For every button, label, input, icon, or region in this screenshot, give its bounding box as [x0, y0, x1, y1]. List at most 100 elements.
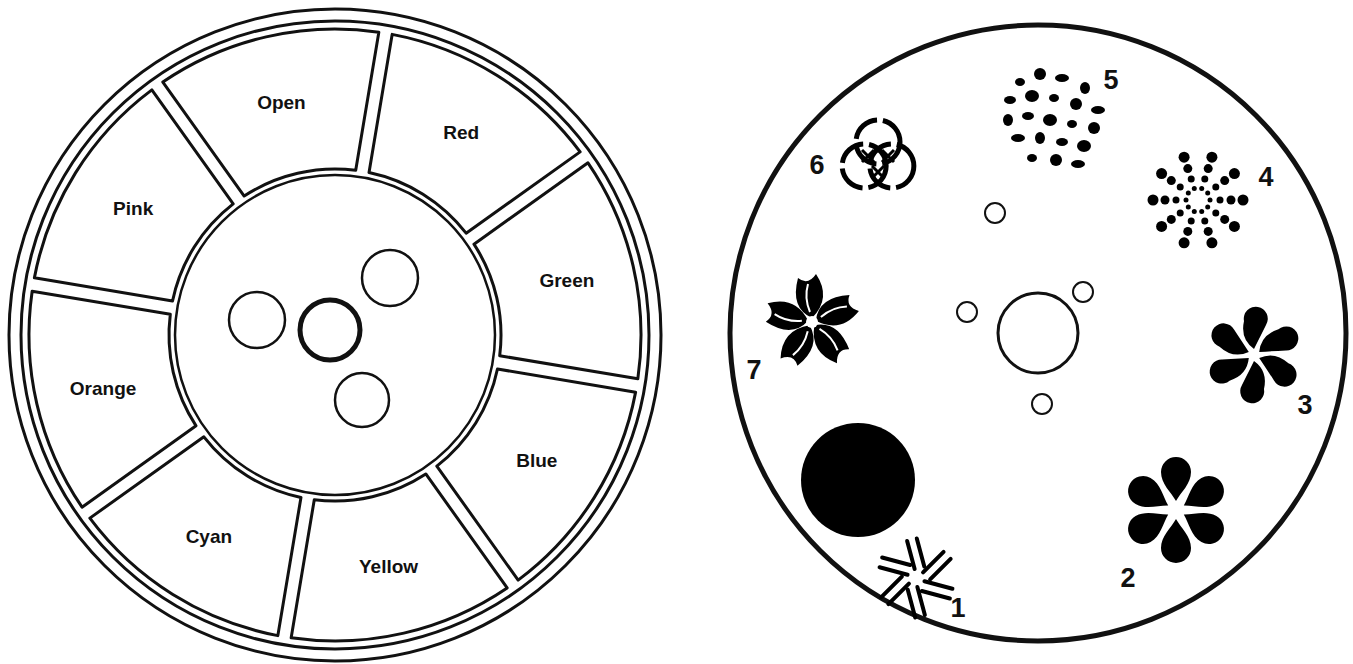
gobo-lines [880, 538, 953, 617]
callout-number: 7 [746, 355, 761, 386]
gobo-stroke [908, 590, 916, 618]
gobo-dot [1199, 186, 1204, 191]
gobo-dot [1206, 152, 1217, 163]
gobo-blob [1011, 134, 1025, 142]
gobo-dot [1220, 176, 1229, 185]
filter-segment [291, 474, 507, 641]
gobo-dot [1186, 190, 1191, 195]
mount-hole [229, 292, 285, 348]
gobo-blob [1080, 82, 1090, 94]
callout-number: 3 [1297, 390, 1312, 421]
gobo-dot [1188, 217, 1195, 224]
gobo-flower-swirl [761, 274, 861, 370]
filter-segment-box: Cyan [180, 522, 238, 552]
gobo-petal [1161, 457, 1191, 501]
gobo-dot [1206, 237, 1217, 248]
gobo-blob [1025, 90, 1039, 102]
gobo-dot [1177, 184, 1184, 191]
gobo-petal [1123, 471, 1176, 519]
gobo-stroke [930, 559, 951, 580]
gobo-dot [1156, 221, 1167, 232]
filter-segment-box: Pink [107, 194, 159, 224]
callout-number: 1 [950, 593, 965, 624]
gobo-dot [1201, 217, 1208, 224]
callout-number: 2 [1120, 563, 1135, 594]
hub [175, 175, 495, 495]
gobo-blob [1056, 138, 1068, 146]
filter-segment [29, 291, 196, 507]
color-name: Orange [70, 378, 137, 399]
color-name: Yellow [359, 556, 418, 577]
gobo-ring [842, 144, 886, 188]
gobo-petal [1161, 519, 1191, 563]
gobo-dot [1205, 205, 1210, 210]
mount-hole [985, 203, 1005, 223]
gobo-dot [1205, 190, 1210, 195]
gobo-petal-vein [774, 312, 802, 324]
gobo-dot [1183, 227, 1192, 236]
mount-hole [1032, 394, 1052, 414]
gobo-dot [1227, 196, 1236, 205]
filter-segment-box: Yellow [353, 552, 424, 582]
gobo-dot [1179, 152, 1190, 163]
gobo-petal [1207, 319, 1256, 362]
gobo-stroke [882, 558, 910, 566]
gobo-petal-vein [791, 331, 810, 356]
callout-number: 6 [809, 150, 824, 181]
gobo-dot [1212, 184, 1219, 191]
gobo-rings [842, 120, 914, 188]
gobo-dot [1186, 205, 1191, 210]
gobo-dot [1192, 186, 1197, 191]
gobo-blob [1035, 132, 1045, 144]
gobo-cross [872, 166, 884, 178]
gobo-dot [1156, 168, 1167, 179]
gobo-blob [1067, 120, 1077, 128]
gobos [761, 68, 1302, 618]
gobo-blob [1027, 154, 1037, 162]
gobo-stroke [917, 538, 925, 566]
gobo-dot [1201, 176, 1208, 183]
gobo-dot [1161, 196, 1170, 205]
gobo-wheel [730, 25, 1346, 641]
gobo-blob [1055, 74, 1069, 82]
gobo-dot [1177, 209, 1184, 216]
mount-hole [1073, 282, 1093, 302]
filter-segment-box: Orange [64, 374, 143, 404]
color-name: Green [539, 270, 594, 291]
mount-hole [335, 373, 389, 427]
gobo-blob [1088, 122, 1100, 134]
blackout-gobo [801, 423, 915, 537]
gobo-dot [1173, 197, 1180, 204]
filter-segment [34, 90, 233, 301]
gobo-blob [1077, 140, 1091, 152]
gobo-dot [1199, 209, 1204, 214]
gobo-petal-vein [806, 284, 810, 312]
gobo-dot [1229, 168, 1240, 179]
mount-hole [362, 250, 418, 306]
gobo-blob [1050, 154, 1062, 166]
gobo-dots [1148, 152, 1249, 249]
filter-segment [474, 163, 641, 379]
gobo-blob [1003, 114, 1013, 126]
gobo-stroke [924, 581, 952, 589]
gobo-petal [1176, 471, 1229, 519]
gobo-petal [761, 297, 811, 337]
gobo-stroke [907, 541, 915, 569]
callout-number: 5 [1103, 65, 1118, 96]
gobo-dot [1217, 197, 1224, 204]
color-name: Blue [516, 450, 557, 471]
gobo-petal-vein [820, 305, 848, 317]
gobo-flower [1123, 457, 1230, 563]
gobo-dot [1179, 237, 1190, 248]
color-name: Pink [113, 198, 153, 219]
color-name: Open [257, 92, 306, 113]
gobo-dot [1229, 221, 1240, 232]
gobo-dot [1212, 209, 1219, 216]
gobo-dot [1148, 195, 1159, 206]
gobo-dot [1167, 215, 1176, 224]
center-hole [300, 300, 360, 360]
segments [29, 29, 641, 641]
